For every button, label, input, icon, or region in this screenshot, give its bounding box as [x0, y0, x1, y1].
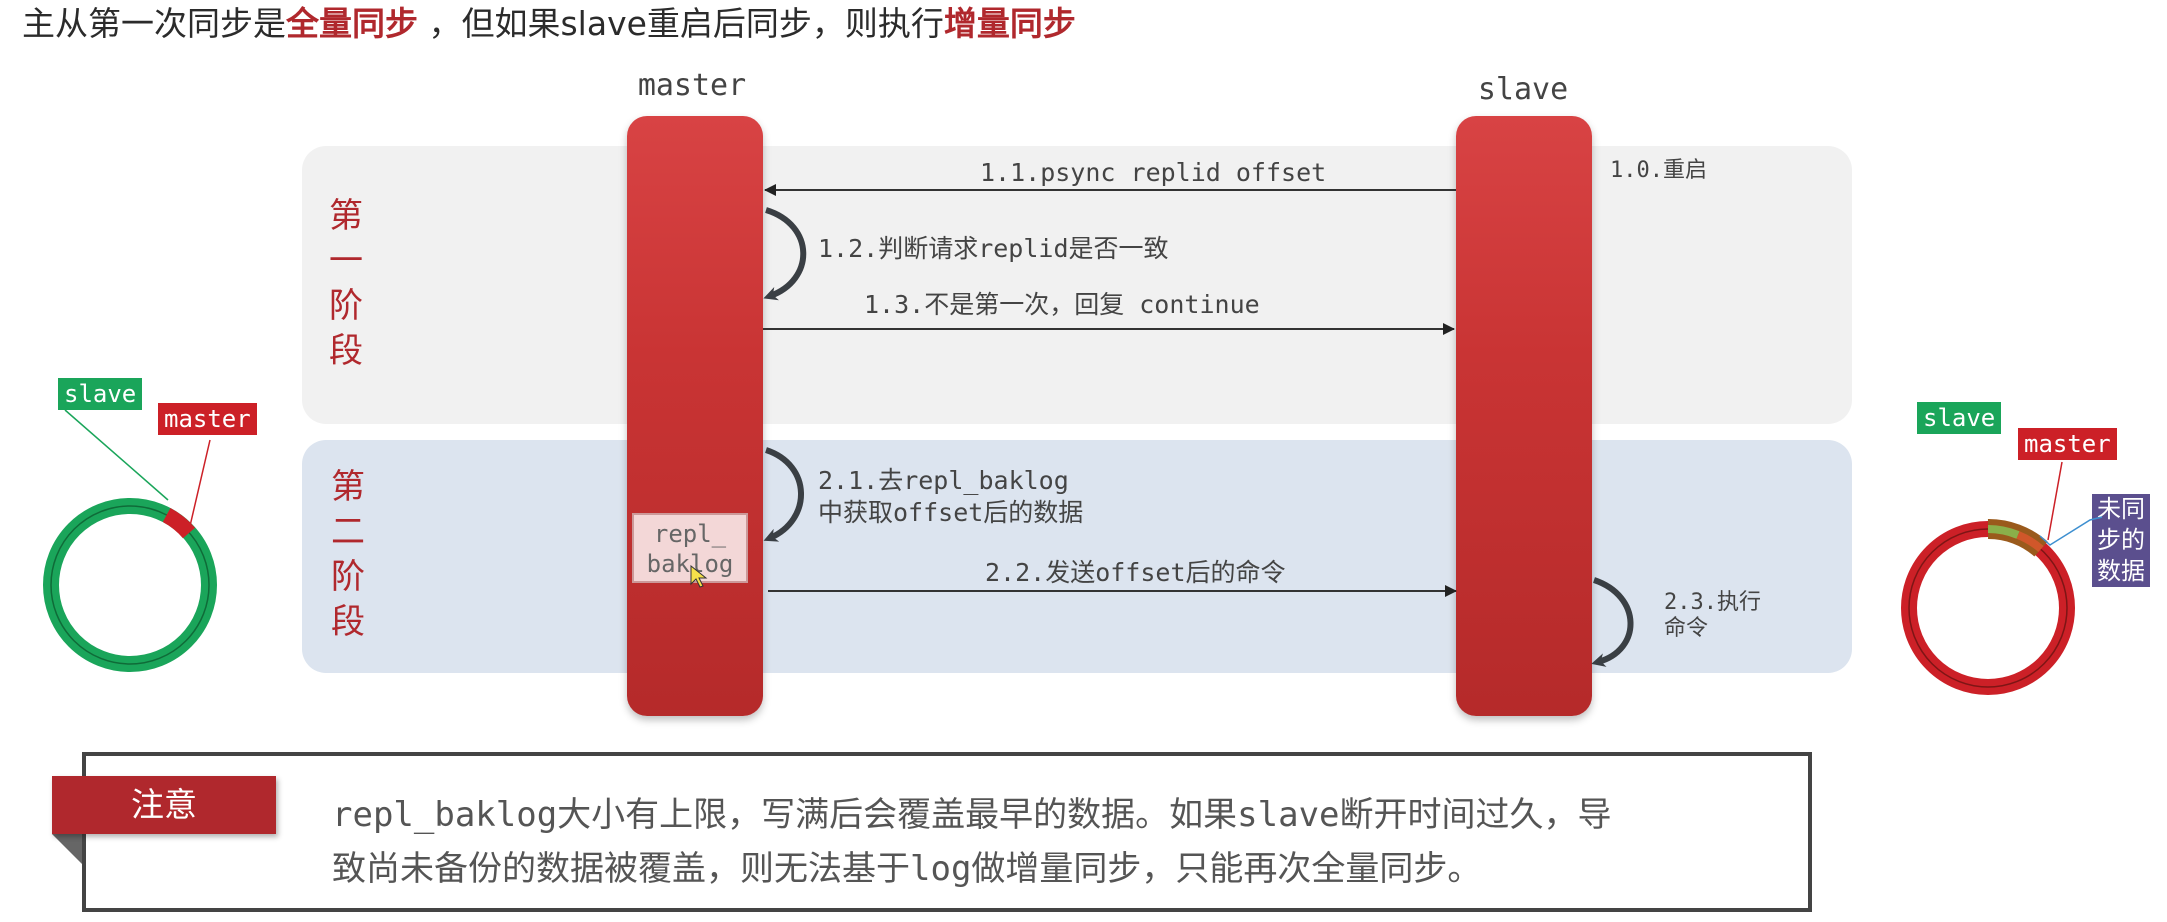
note-text: repl_baklog大小有上限，写满后会覆盖最早的数据。如果slave断开时间… [332, 788, 1782, 896]
slave-lifeline-name: slave [1477, 72, 1569, 107]
left-ring-master-tag: master [158, 403, 257, 435]
phase-one-char: 第 [329, 196, 363, 236]
note-tab-fold [52, 834, 82, 864]
note-text-line2: 致尚未备份的数据被覆盖，则无法基于log做增量同步，只能再次全量同步。 [332, 849, 1482, 889]
step-1-2-label: 1.2.判断请求replid是否一致 [818, 234, 1169, 263]
left-ring-slave-tag: slave [58, 378, 143, 410]
unsynced-line2: 步的 [2097, 526, 2145, 554]
left-ring-buffer [43, 409, 217, 672]
note-text-line1: repl_baklog大小有上限，写满后会覆盖最早的数据。如果slave断开时间… [332, 795, 1612, 835]
master-lifeline-name: master [637, 68, 747, 103]
slave-lifeline-bar [1456, 116, 1592, 716]
title-part2: ，但如果slave重启后同步，则执行 [418, 4, 944, 43]
mouse-cursor-icon [690, 565, 708, 588]
phase-two-char: 阶 [331, 557, 365, 597]
title-part1: 主从第一次同步是 [22, 4, 286, 43]
unsynced-data-label: 未同 步的 数据 [2092, 494, 2150, 587]
phase-two-char: 第 [331, 467, 365, 507]
phase-two-panel [302, 440, 1852, 673]
title-highlight-full-sync: 全量同步 [286, 4, 418, 43]
step-2-3-line2: 命令 [1664, 616, 1709, 641]
step-1-1-label: 1.1.psync replid offset [980, 158, 1327, 187]
step-2-3-label: 2.3.执行 命令 [1664, 590, 1761, 642]
baklog-line1: repl_ [653, 520, 727, 548]
page-title: 主从第一次同步是全量同步 ，但如果slave重启后同步，则执行增量同步 [22, 2, 1076, 46]
step-2-1-line1: 2.1.去repl_baklog [818, 466, 1069, 495]
right-ring-slave-tag: slave [1917, 402, 2002, 434]
step-2-3-line1: 2.3.执行 [1664, 590, 1761, 615]
baklog-line2: baklog [646, 550, 734, 578]
master-lifeline-bar [627, 116, 763, 716]
step-2-1-line2: 中获取offset后的数据 [818, 498, 1084, 527]
note-tab: 注意 [52, 776, 276, 834]
note-box [82, 752, 1812, 912]
step-1-0-label: 1.0.重启 [1610, 158, 1707, 183]
unsynced-line1: 未同 [2097, 495, 2145, 523]
unsynced-line3: 数据 [2097, 557, 2145, 585]
phase-one-char: 段 [329, 331, 363, 371]
phase-two-label: 第 二 阶 段 [328, 465, 368, 645]
right-ring-master-tag: master [2018, 428, 2117, 460]
phase-one-label: 第 一 阶 段 [326, 194, 366, 374]
phase-one-char: 阶 [329, 286, 363, 326]
phase-one-panel [302, 146, 1852, 424]
phase-two-char: 段 [331, 602, 365, 642]
step-2-2-label: 2.2.发送offset后的命令 [985, 558, 1286, 587]
repl-baklog-box: repl_ baklog [632, 513, 748, 583]
step-1-3-label: 1.3.不是第一次，回复 continue [864, 290, 1260, 319]
title-highlight-incremental-sync: 增量同步 [943, 4, 1076, 43]
phase-two-char: 二 [331, 512, 365, 552]
step-2-1-label: 2.1.去repl_baklog 中获取offset后的数据 [818, 465, 1083, 529]
phase-one-char: 一 [329, 241, 363, 281]
right-ring-buffer [1901, 461, 2103, 695]
